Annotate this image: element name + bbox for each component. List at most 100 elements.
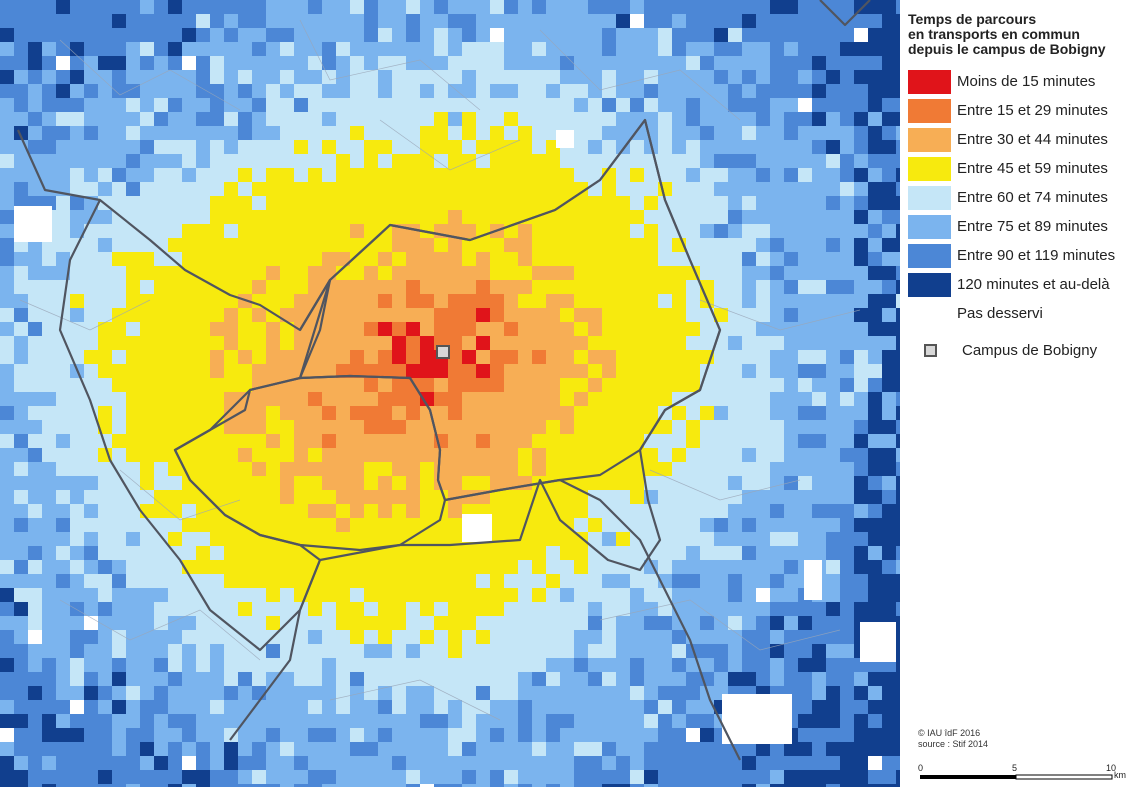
grid-cell [672, 168, 687, 183]
grid-cell [168, 224, 183, 239]
grid-cell [602, 588, 617, 603]
grid-cell [140, 546, 155, 561]
campus-square-icon[interactable] [436, 345, 450, 359]
grid-cell [686, 182, 701, 197]
grid-cell [420, 322, 435, 337]
grid-cell [560, 252, 575, 267]
grid-cell [42, 448, 57, 463]
grid-cell [420, 280, 435, 295]
grid-cell [476, 406, 491, 421]
grid-cell [434, 378, 449, 393]
grid-cell [98, 0, 113, 15]
grid-cell [812, 210, 827, 225]
grid-cell [700, 28, 715, 43]
grid-cell [364, 84, 379, 99]
grid-cell [196, 490, 211, 505]
grid-cell [532, 378, 547, 393]
grid-cell [490, 98, 505, 113]
grid-cell [686, 448, 701, 463]
grid-cell [294, 784, 309, 787]
grid-cell [336, 0, 351, 15]
grid-cell [294, 238, 309, 253]
grid-cell [56, 28, 71, 43]
grid-cell [826, 154, 841, 169]
grid-cell [42, 56, 57, 71]
grid-cell [840, 322, 855, 337]
grid-cell [504, 0, 519, 15]
grid-cell [882, 434, 897, 449]
grid-cell [308, 266, 323, 281]
grid-cell [616, 336, 631, 351]
grid-cell [280, 560, 295, 575]
grid-cell [784, 28, 799, 43]
isochrone-map[interactable] [0, 0, 900, 787]
grid-cell [336, 266, 351, 281]
grid-cell [490, 364, 505, 379]
map-canvas[interactable] [0, 0, 900, 787]
grid-cell [840, 98, 855, 113]
grid-cell [826, 322, 841, 337]
grid-cell [280, 728, 295, 743]
grid-cell [196, 700, 211, 715]
grid-cell [420, 644, 435, 659]
grid-cell [14, 602, 29, 617]
grid-cell [882, 672, 897, 687]
grid-cell [336, 602, 351, 617]
grid-cell [238, 126, 253, 141]
grid-cell [196, 518, 211, 533]
grid-cell [154, 364, 169, 379]
grid-cell [854, 392, 869, 407]
grid-cell [294, 168, 309, 183]
grid-cell [112, 322, 127, 337]
grid-cell [714, 112, 729, 127]
grid-cell [14, 448, 29, 463]
grid-cell [560, 294, 575, 309]
grid-cell [462, 462, 477, 477]
grid-cell [98, 770, 113, 785]
grid-cell [700, 462, 715, 477]
grid-cell [812, 154, 827, 169]
grid-cell [70, 644, 85, 659]
grid-cell [182, 630, 197, 645]
grid-cell [770, 560, 785, 575]
campus-marker[interactable] [436, 345, 450, 359]
grid-cell [70, 0, 85, 15]
grid-cell [882, 770, 897, 785]
grid-cell [770, 252, 785, 267]
grid-cell [448, 182, 463, 197]
grid-cell [826, 350, 841, 365]
grid-cell [126, 350, 141, 365]
grid-cell [350, 294, 365, 309]
grid-cell [126, 518, 141, 533]
grid-cell [392, 294, 407, 309]
grid-cell [0, 532, 15, 547]
grid-cell [224, 560, 239, 575]
grid-cell [882, 266, 897, 281]
grid-cell [616, 630, 631, 645]
grid-cell [476, 546, 491, 561]
grid-cell [238, 336, 253, 351]
grid-cell [868, 294, 883, 309]
grid-cell [84, 224, 99, 239]
grid-cell [154, 350, 169, 365]
grid-cell [308, 504, 323, 519]
grid-cell [392, 686, 407, 701]
grid-cell [770, 392, 785, 407]
grid-cell [378, 406, 393, 421]
grid-cell [644, 574, 659, 589]
grid-cell [14, 294, 29, 309]
grid-cell [574, 546, 589, 561]
grid-cell [840, 308, 855, 323]
grid-cell [868, 70, 883, 85]
grid-cell [672, 434, 687, 449]
grid-cell [378, 224, 393, 239]
grid-cell [868, 42, 883, 57]
grid-cell [420, 14, 435, 29]
grid-cell [448, 770, 463, 785]
grid-cell [196, 770, 211, 785]
grid-cell [252, 98, 267, 113]
grid-cell [714, 546, 729, 561]
grid-cell [140, 700, 155, 715]
grid-cell [56, 448, 71, 463]
grid-cell [350, 686, 365, 701]
